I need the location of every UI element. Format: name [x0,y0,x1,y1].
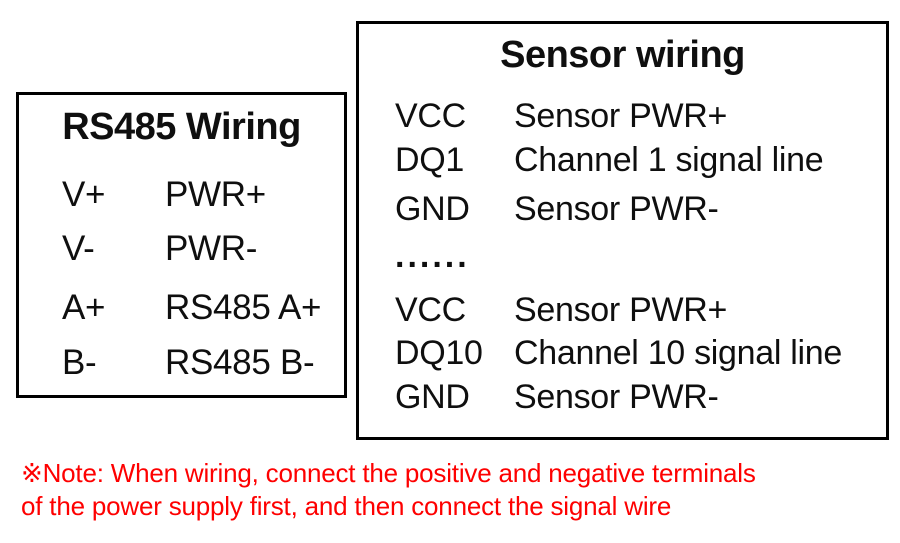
terminal-label: V- [62,229,95,268]
wiring-row-v-minus: V- PWR- [62,229,257,268]
terminal-label: A+ [62,288,106,327]
rs485-wiring-box: RS485 Wiring V+ PWR+ V- PWR- A+ RS485 A+… [16,92,347,398]
terminal-label: DQ1 [395,141,465,179]
wiring-row-b-minus: B- RS485 B- [62,343,315,382]
wiring-note: ※Note: When wiring, connect the positive… [21,457,893,523]
terminal-description: PWR- [165,229,258,268]
terminal-label: DQ10 [395,334,483,372]
terminal-description: Sensor PWR+ [514,291,728,329]
wiring-row-v-plus: V+ PWR+ [62,175,266,214]
terminal-description: PWR+ [165,175,266,214]
terminal-description: Sensor PWR+ [514,97,728,135]
terminal-description: Channel 1 signal line [514,141,824,179]
note-line-2: of the power supply first, and then conn… [21,491,672,521]
wiring-row-dq10: DQ10 Channel 10 signal line [395,334,842,372]
sensor-wiring-box: Sensor wiring VCC Sensor PWR+ DQ1 Channe… [356,21,889,440]
ellipsis-row: ...... [395,238,470,274]
ellipsis-dots: ...... [395,237,470,275]
wiring-row-gnd-1: GND Sensor PWR- [395,190,719,228]
wiring-row-a-plus: A+ RS485 A+ [62,288,322,327]
terminal-label: GND [395,378,470,416]
terminal-description: RS485 A+ [165,288,322,327]
wiring-row-vcc-2: VCC Sensor PWR+ [395,291,727,329]
wiring-row-dq1: DQ1 Channel 1 signal line [395,141,824,179]
terminal-label: VCC [395,97,466,135]
terminal-label: GND [395,190,470,228]
terminal-description: RS485 B- [165,343,315,382]
wiring-row-gnd-2: GND Sensor PWR- [395,378,719,416]
note-line-1: ※Note: When wiring, connect the positive… [21,458,756,488]
rs485-box-title: RS485 Wiring [62,106,301,148]
terminal-label: V+ [62,175,106,214]
sensor-box-title: Sensor wiring [500,34,745,76]
terminal-description: Sensor PWR- [514,190,719,228]
terminal-description: Sensor PWR- [514,378,719,416]
wiring-row-vcc-1: VCC Sensor PWR+ [395,97,727,135]
terminal-description: Channel 10 signal line [514,334,842,372]
terminal-label: B- [62,343,97,382]
terminal-label: VCC [395,291,466,329]
